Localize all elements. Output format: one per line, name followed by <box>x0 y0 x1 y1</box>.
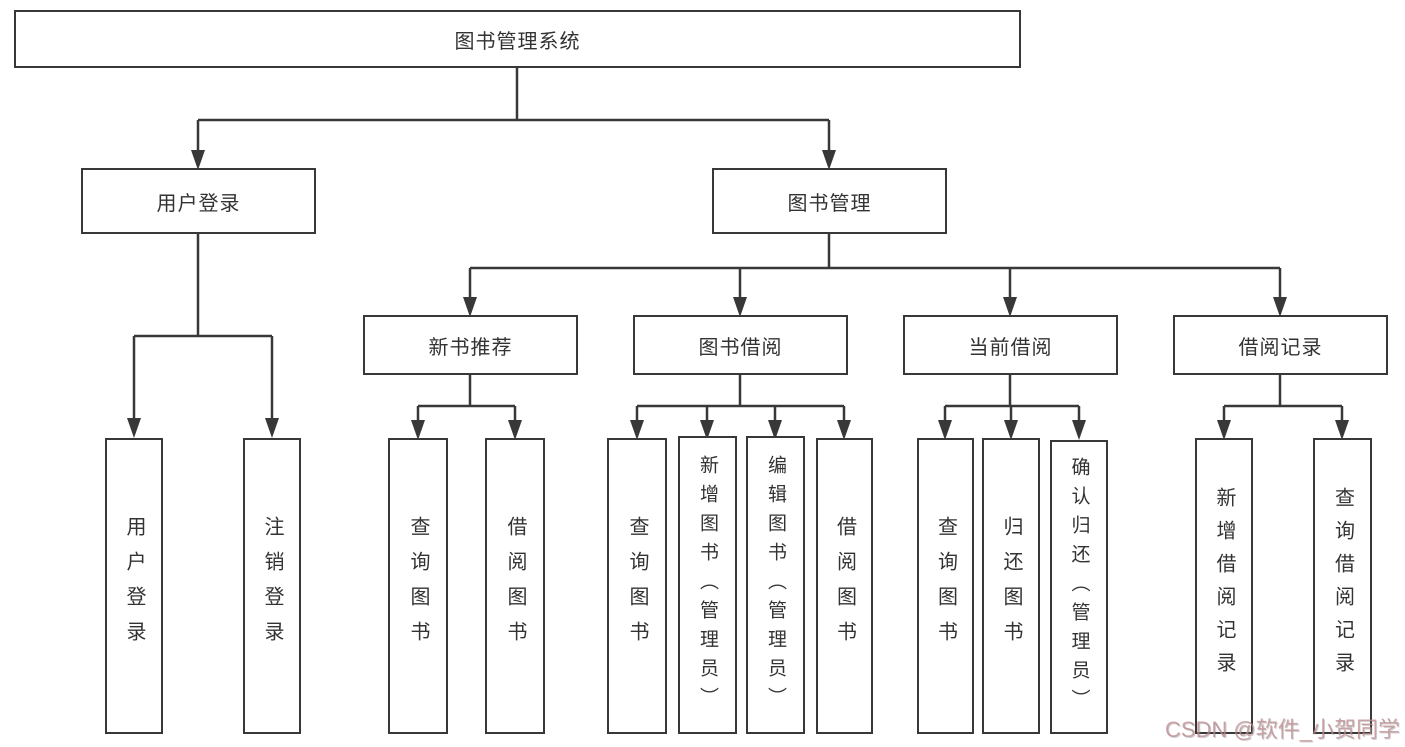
arrowhead <box>463 297 477 317</box>
leaf-confirm-return-admin: 确认归还（管理员） <box>1050 440 1108 734</box>
leaf-label: 确认归还（管理员） <box>1068 456 1090 718</box>
leaf-label: 查询图书 <box>626 516 648 656</box>
csdn-watermark: CSDN @软件_小贺同学 <box>1164 717 1400 742</box>
group-borrow-records: 借阅记录 <box>1173 315 1388 375</box>
leaf-label: 注销登录 <box>261 516 283 656</box>
arrowhead <box>630 420 644 440</box>
arrowhead <box>1004 420 1018 440</box>
leaf-label: 查询图书 <box>934 516 957 656</box>
group-label: 新书推荐 <box>428 336 513 359</box>
arrowhead <box>733 297 747 317</box>
leaf-borrow-books-2: 借阅图书 <box>816 438 873 734</box>
group-current-borrow: 当前借阅 <box>903 315 1118 375</box>
leaf-query-books-3: 查询图书 <box>917 438 974 734</box>
leaf-label: 编辑图书（管理员） <box>765 454 786 716</box>
group-book-borrow: 图书借阅 <box>633 315 848 375</box>
arrowhead <box>265 418 279 438</box>
node-user-login: 用户登录 <box>81 168 316 234</box>
root-node-label: 图书管理系统 <box>454 30 581 53</box>
arrowhead <box>411 420 425 440</box>
leaf-return-books: 归还图书 <box>982 438 1040 734</box>
leaf-label: 查询借阅记录 <box>1331 487 1354 685</box>
leaf-label: 借阅图书 <box>833 516 856 656</box>
leaf-logout: 注销登录 <box>243 438 301 734</box>
group-label: 当前借阅 <box>968 336 1053 359</box>
leaf-add-borrow-record: 新增借阅记录 <box>1195 438 1253 734</box>
leaf-borrow-books-1: 借阅图书 <box>485 438 545 734</box>
arrowhead <box>1273 297 1287 317</box>
arrowhead <box>1003 297 1017 317</box>
leaf-label: 用户登录 <box>123 516 145 656</box>
arrowhead <box>837 420 851 440</box>
node-user-login-label: 用户登录 <box>156 192 241 215</box>
node-book-management-label: 图书管理 <box>787 192 872 215</box>
arrowhead <box>508 420 522 440</box>
leaf-label: 借阅图书 <box>504 516 526 656</box>
arrowhead <box>127 418 141 438</box>
leaf-query-books-1: 查询图书 <box>388 438 448 734</box>
group-new-book-recommend: 新书推荐 <box>363 315 578 375</box>
group-label: 借阅记录 <box>1238 336 1323 359</box>
leaf-query-books-2: 查询图书 <box>607 438 667 734</box>
leaf-label: 查询图书 <box>407 516 429 656</box>
arrowhead <box>1217 420 1231 440</box>
leaf-label: 归还图书 <box>1000 516 1022 656</box>
arrowhead <box>938 420 952 440</box>
group-label: 图书借阅 <box>698 336 783 359</box>
leaf-label: 新增图书（管理员） <box>697 454 718 716</box>
leaf-label: 新增借阅记录 <box>1213 487 1235 685</box>
arrowhead <box>822 150 836 170</box>
arrowhead <box>1072 420 1086 440</box>
root-node-library-system: 图书管理系统 <box>14 10 1021 68</box>
arrowhead <box>1335 420 1349 440</box>
leaf-add-books-admin: 新增图书（管理员） <box>678 436 737 734</box>
leaf-edit-books-admin: 编辑图书（管理员） <box>746 436 805 734</box>
arrowhead <box>191 150 205 170</box>
node-book-management: 图书管理 <box>712 168 947 234</box>
leaf-user-login: 用户登录 <box>105 438 163 734</box>
leaf-query-borrow-record: 查询借阅记录 <box>1313 438 1372 734</box>
